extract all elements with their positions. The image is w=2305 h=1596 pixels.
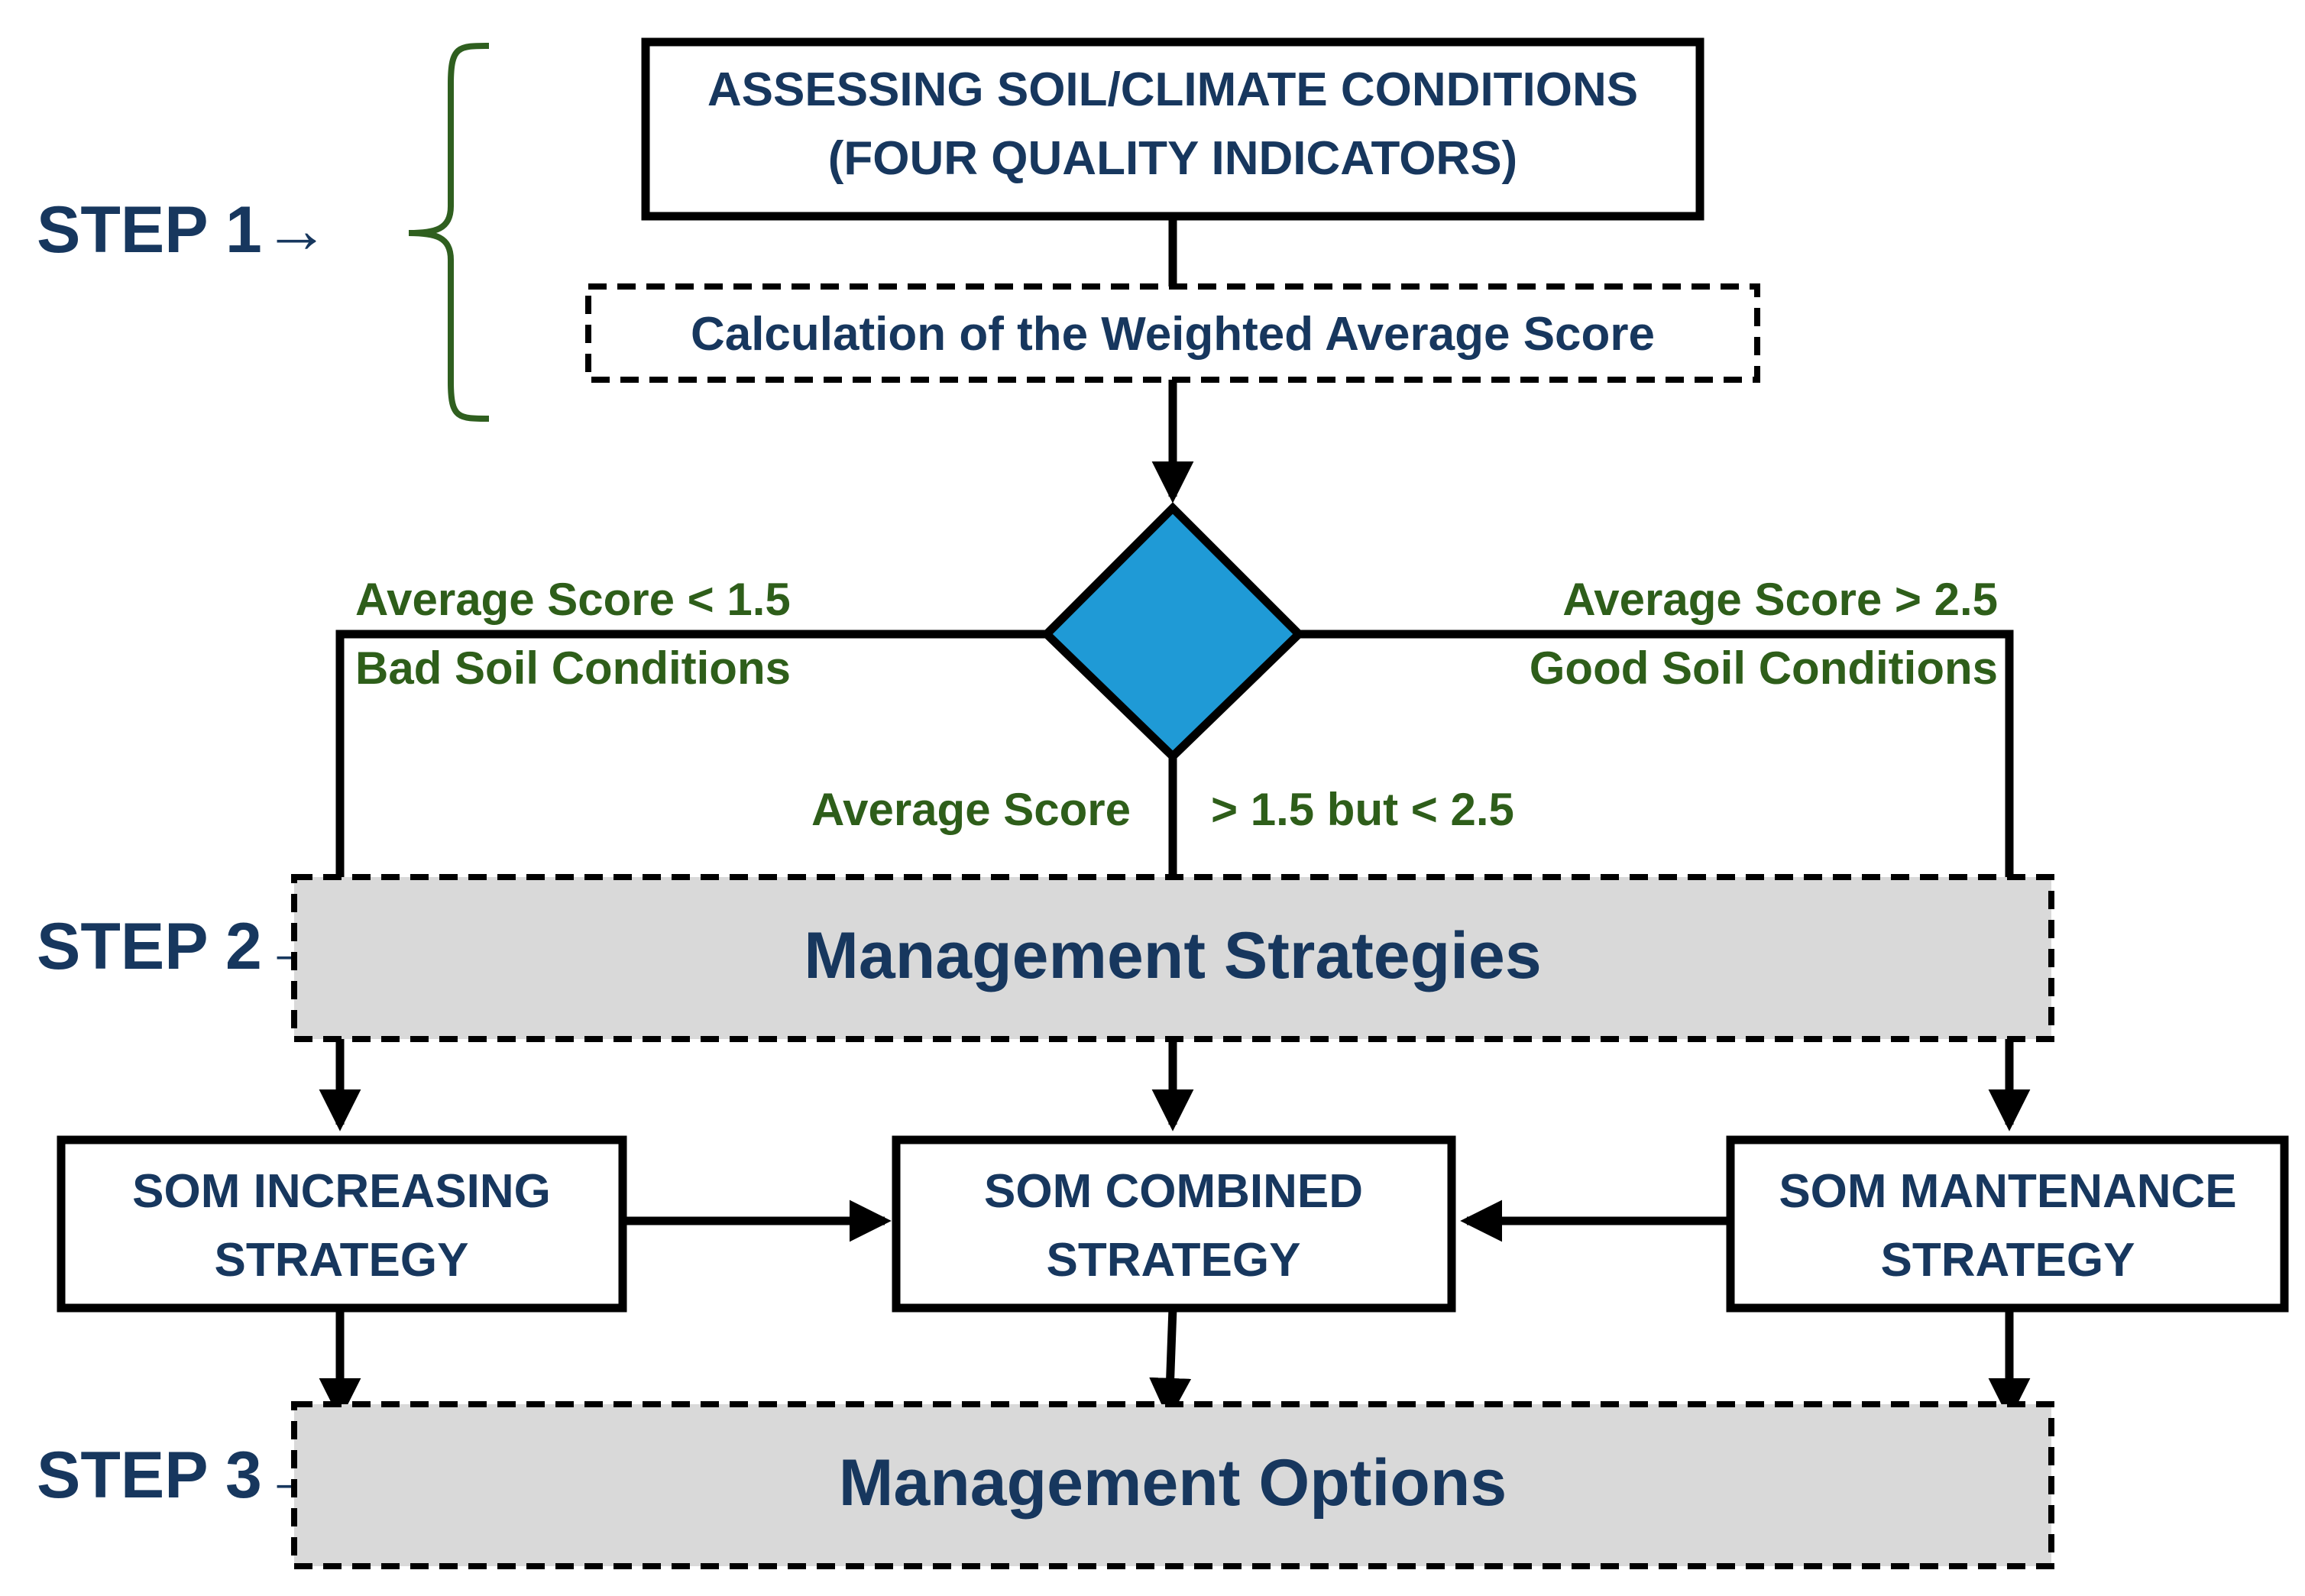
management-strategies-box — [291, 874, 2054, 1042]
connector-left-branch — [335, 630, 1047, 877]
som-increasing-text-line1: SOM INCREASING — [132, 1165, 551, 1218]
decision-diamond — [1041, 502, 1305, 762]
som-increasing-box — [57, 1135, 627, 1313]
assessing-text-line1: ASSESSING SOIL/CLIMATE CONDITIONS — [707, 63, 1638, 116]
som-increasing-text-line2: STRATEGY — [215, 1234, 469, 1287]
step1-label: STEP 1 — [37, 193, 262, 267]
management-strategies-text: Management Strategies — [804, 919, 1541, 992]
management-options-box — [291, 1401, 2054, 1569]
middle-score-label-left: Average Score — [811, 784, 1131, 835]
connector-right-branch — [1299, 630, 2014, 877]
step2-label: STEP 2 — [37, 910, 262, 983]
calculation-box — [585, 283, 1760, 383]
calculation-text: Calculation of the Weighted Average Scor… — [691, 308, 1655, 361]
middle-score-label-right: > 1.5 but < 2.5 — [1211, 784, 1514, 835]
right-score-label: Average Score > 2.5 — [1562, 574, 1998, 625]
som-maintenance-text-line2: STRATEGY — [1881, 1234, 2135, 1287]
left-condition-label: Bad Soil Conditions — [355, 643, 791, 694]
step3-label: STEP 3 — [37, 1439, 262, 1512]
som-combined-box — [892, 1135, 1456, 1313]
assessing-text-line2: (FOUR QUALITY INDICATORS) — [828, 132, 1517, 185]
right-condition-label: Good Soil Conditions — [1530, 643, 1998, 694]
som-maintenance-text-line1: SOM MANTENANCE — [1779, 1165, 2236, 1218]
assessing-box — [641, 37, 1704, 221]
som-combined-text-line2: STRATEGY — [1047, 1234, 1301, 1287]
connector-combined-to-options — [1149, 1307, 1192, 1420]
som-maintenance-box — [1726, 1135, 2289, 1313]
som-combined-text-line1: SOM COMBINED — [984, 1165, 1363, 1218]
step1-arrow-icon: → — [264, 193, 329, 267]
step1-brace — [408, 43, 490, 422]
left-score-label: Average Score < 1.5 — [355, 574, 791, 625]
management-options-text: Management Options — [839, 1446, 1507, 1520]
